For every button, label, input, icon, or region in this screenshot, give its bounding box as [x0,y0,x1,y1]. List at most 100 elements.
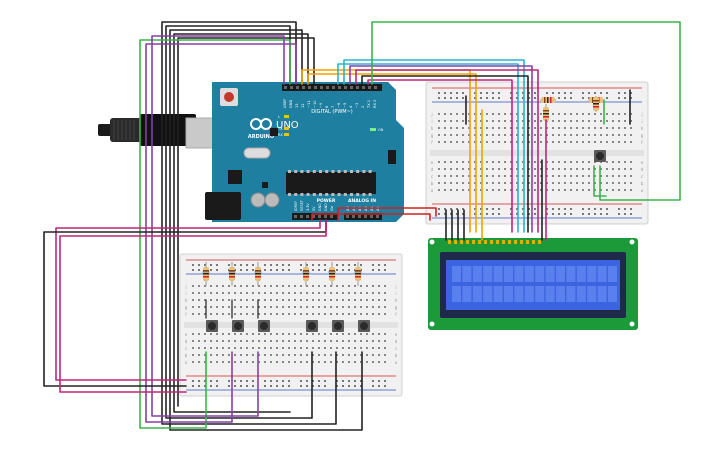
terminal-hole [204,299,206,301]
terminal-hole [342,306,344,308]
terminal-hole [270,299,272,301]
terminal-hole [480,168,482,170]
rail-hole [282,385,284,387]
rail-hole [354,380,356,382]
terminal-hole [288,292,290,294]
terminal-hole [198,313,200,315]
lcd-character-cell [472,266,482,282]
terminal-hole [492,141,494,143]
terminal-hole [360,285,362,287]
terminal-hole [522,168,524,170]
terminal-hole [600,120,602,122]
terminal-hole [570,189,572,191]
center-channel [430,150,644,156]
terminal-hole [312,361,314,363]
terminal-hole [288,306,290,308]
terminal-hole [330,285,332,287]
terminal-hole [576,189,578,191]
row-letter: f [641,140,643,145]
terminal-hole [336,285,338,287]
terminal-hole [342,313,344,315]
rail-hole [288,380,290,382]
terminal-hole [486,141,488,143]
row-letter: a [185,360,188,365]
terminal-hole [594,141,596,143]
terminal-hole [522,141,524,143]
terminal-hole [492,161,494,163]
terminal-hole [222,313,224,315]
terminal-hole [216,299,218,301]
terminal-hole [240,299,242,301]
rail-hole [288,385,290,387]
terminal-hole [198,299,200,301]
wire [145,43,297,423]
digital-pin-label: AREF [283,99,287,108]
resistor-band [547,97,549,103]
terminal-hole [552,182,554,184]
terminal-hole [210,306,212,308]
terminal-hole [222,361,224,363]
terminal-hole [270,306,272,308]
rail-hole [324,269,326,271]
terminal-hole [240,361,242,363]
terminal-hole [372,292,374,294]
terminal-hole [222,333,224,335]
terminal-hole [510,189,512,191]
terminal-hole [630,113,632,115]
terminal-hole [468,120,470,122]
rail-hole [498,97,500,99]
terminal-hole [630,182,632,184]
terminal-hole [234,333,236,335]
terminal-hole [360,292,362,294]
digital-pin-label: ~11 [307,100,311,108]
rail-hole [246,269,248,271]
rx-led-label: RX [278,133,283,137]
terminal-hole [360,347,362,349]
rail-hole [480,213,482,215]
terminal-hole [522,189,524,191]
terminal-hole [474,168,476,170]
terminal-hole [444,175,446,177]
terminal-hole [342,361,344,363]
terminal-hole [312,333,314,335]
row-letter: g [641,133,644,138]
rail-hole [228,264,230,266]
terminal-hole [294,313,296,315]
terminal-hole [216,333,218,335]
row-letter: g [431,133,434,138]
resistor-band [355,273,361,275]
lcd-character-cell [597,286,607,302]
row-letter: e [431,160,434,165]
row-letter: d [185,339,188,344]
terminal-hole [276,361,278,363]
terminal-hole [330,340,332,342]
terminal-hole [210,299,212,301]
terminal-hole [498,120,500,122]
chip-pin [288,170,291,173]
terminal-hole [246,333,248,335]
digital-pin-label: 4 [349,105,353,108]
rail-hole [210,380,212,382]
terminal-hole [570,161,572,163]
rail-hole [546,213,548,215]
terminal-hole [492,120,494,122]
terminal-hole [312,306,314,308]
terminal-hole [276,347,278,349]
terminal-hole [384,285,386,287]
terminal-hole [576,120,578,122]
rail-hole [252,385,254,387]
pushbutton-cap [596,152,604,160]
row-letter: h [431,126,434,131]
terminal-hole [204,347,206,349]
terminal-hole [450,175,452,177]
voltage-regulator [228,170,242,184]
resistor-band [355,276,361,278]
lcd-character-cell [587,286,597,302]
terminal-hole [630,120,632,122]
lcd-character-cell [493,286,503,302]
capacitor [250,192,266,208]
rail-hole [372,264,374,266]
wire [307,73,477,233]
